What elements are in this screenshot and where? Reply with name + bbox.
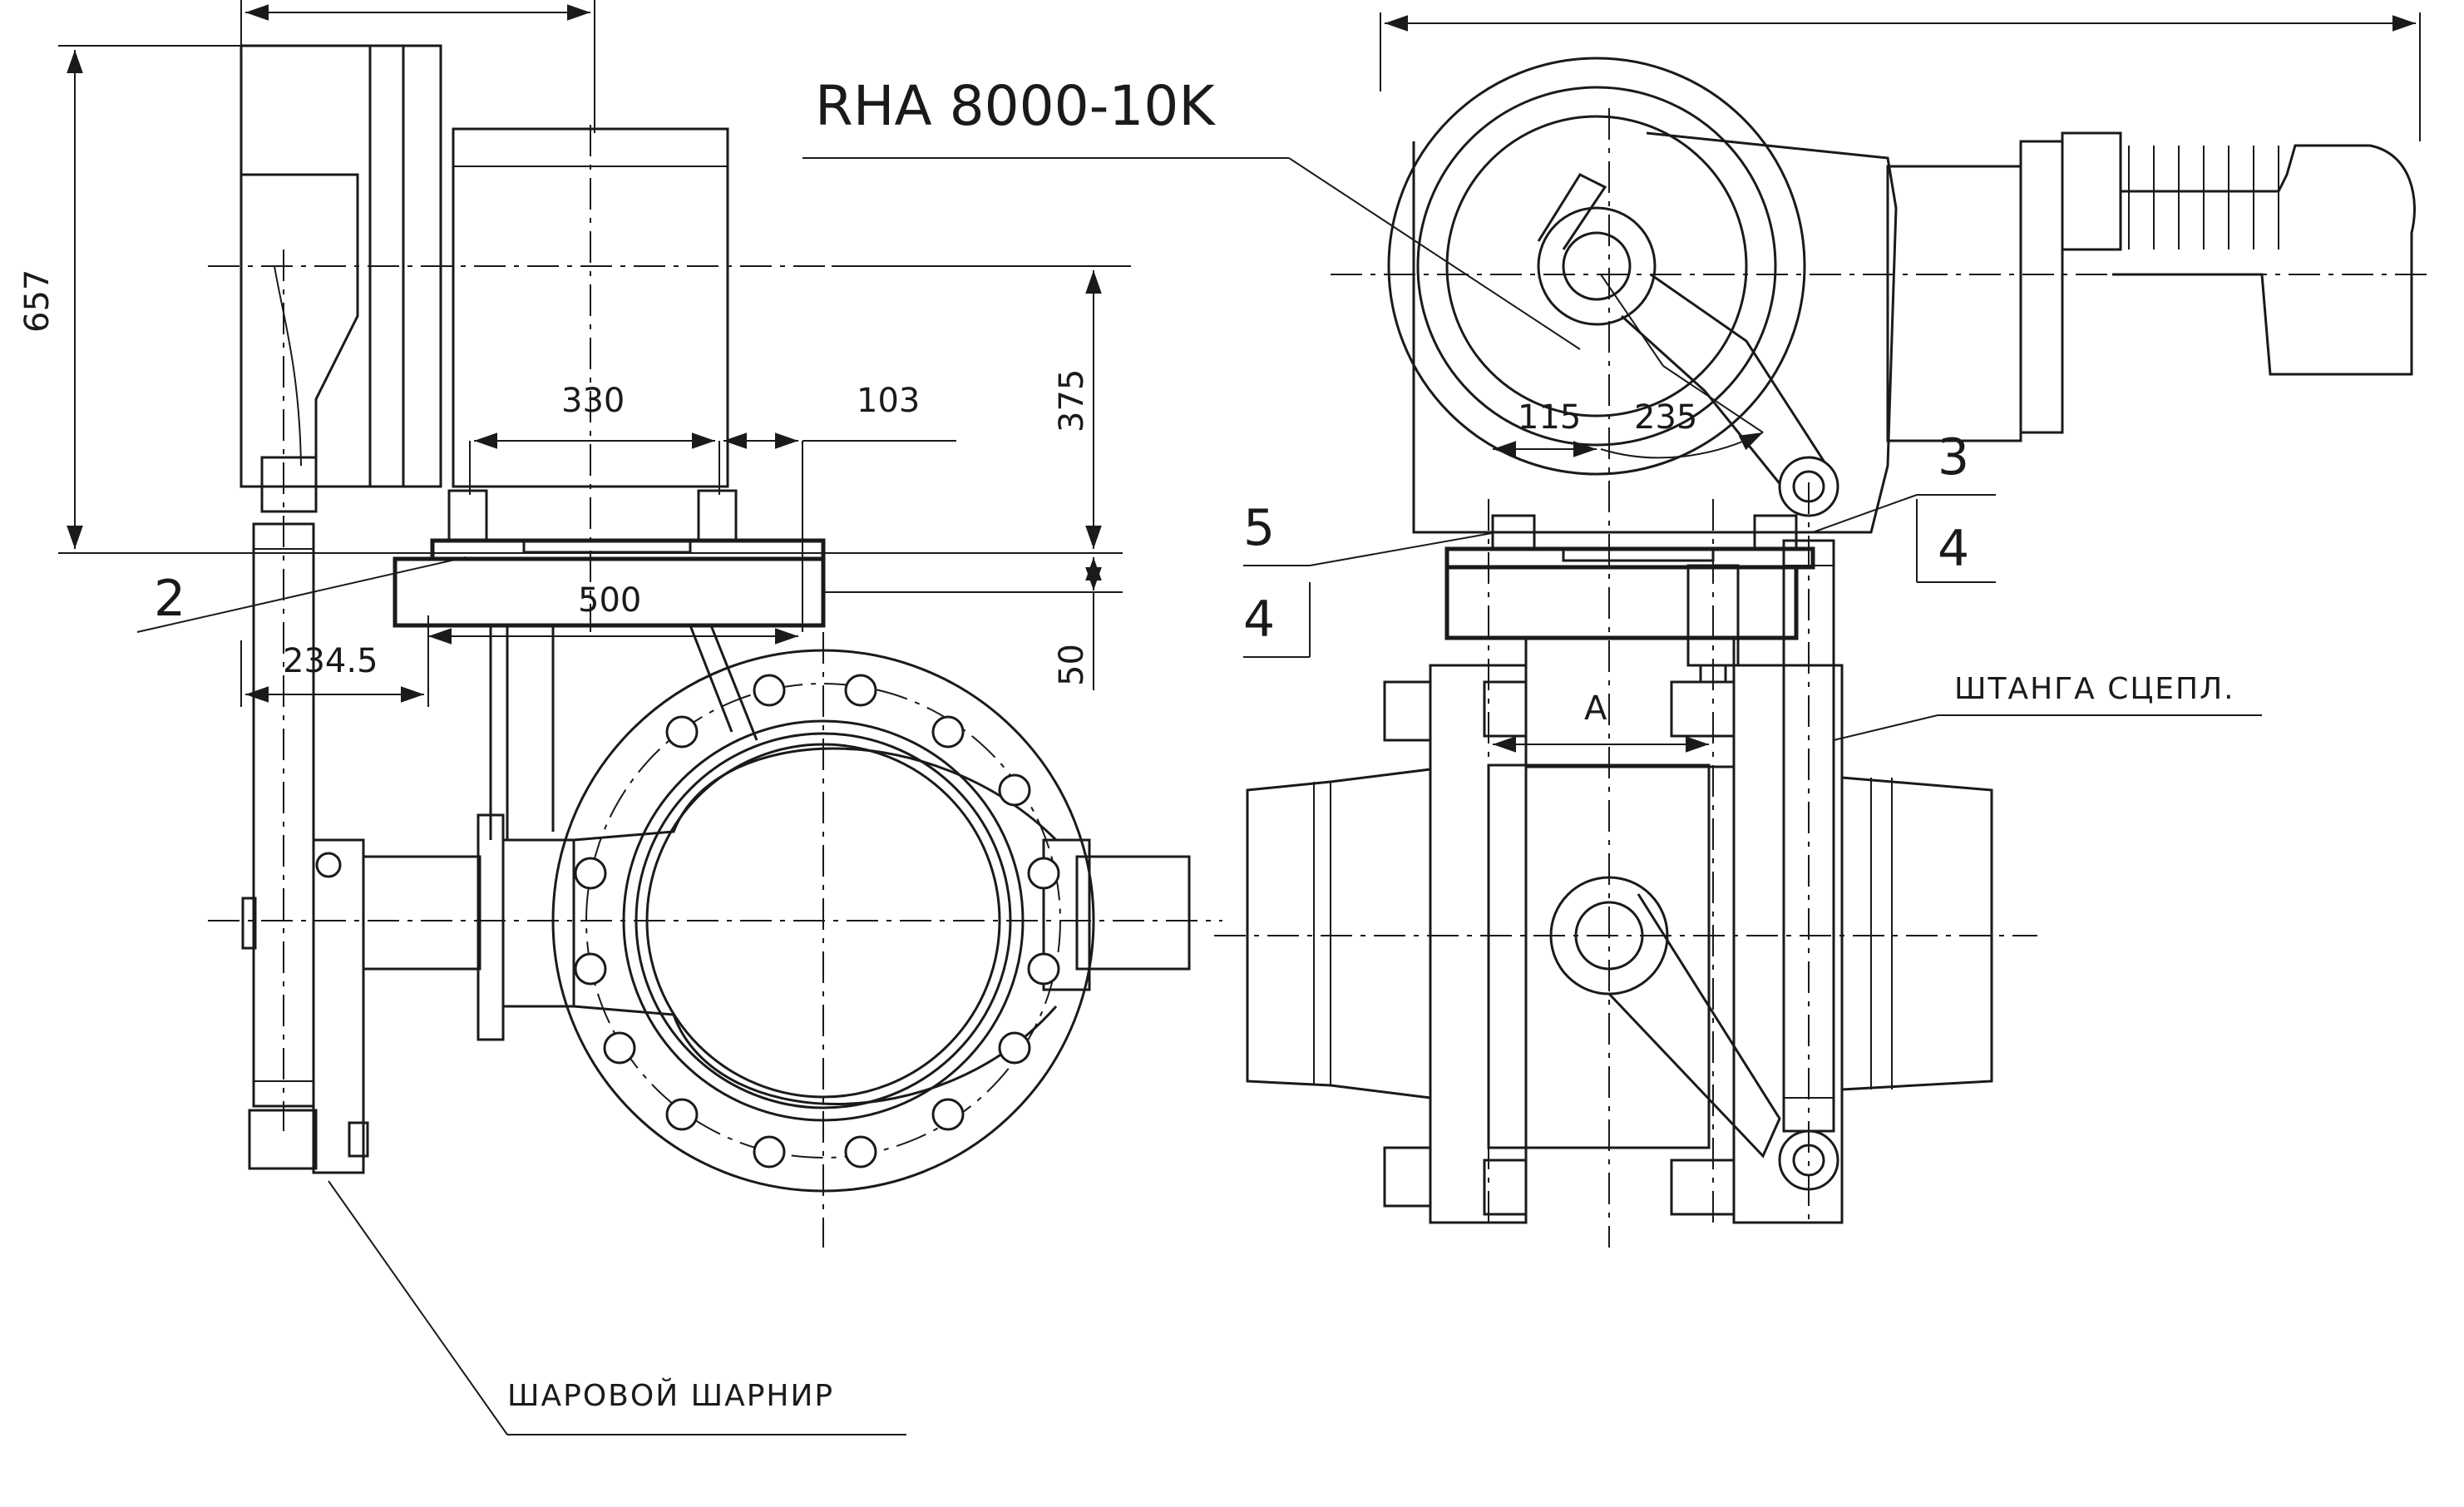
callout-3: 3 [1938, 428, 1969, 487]
callout-2: 2 [154, 570, 185, 628]
dim-657: 657 [18, 269, 57, 333]
dim-50: 50 [1053, 644, 1091, 686]
callout-5: 5 [1243, 499, 1275, 557]
callout-4-right: 4 [1938, 520, 1969, 578]
dim-a: A [1584, 689, 1607, 728]
left-view [58, 0, 1222, 1435]
dim-234-5: 234.5 [283, 642, 378, 680]
cooling-fins [2128, 146, 2279, 250]
dim-115: 115 [1518, 398, 1581, 437]
dim-330: 330 [561, 382, 625, 420]
callout-4-left: 4 [1243, 590, 1275, 649]
right-view [802, 12, 2428, 1248]
dim-375: 375 [1053, 369, 1091, 432]
dim-103: 103 [857, 382, 920, 420]
dim-235: 235 [1634, 398, 1697, 437]
bolt-holes [574, 674, 1060, 1169]
note-ball-joint: ШАРОВОЙ ШАРНИР [507, 1378, 834, 1413]
dim-500: 500 [578, 581, 641, 620]
note-coupling-rod: ШТАНГА СЦЕПЛ. [1954, 672, 2235, 706]
model-label: RHA 8000-10K [815, 74, 1216, 138]
